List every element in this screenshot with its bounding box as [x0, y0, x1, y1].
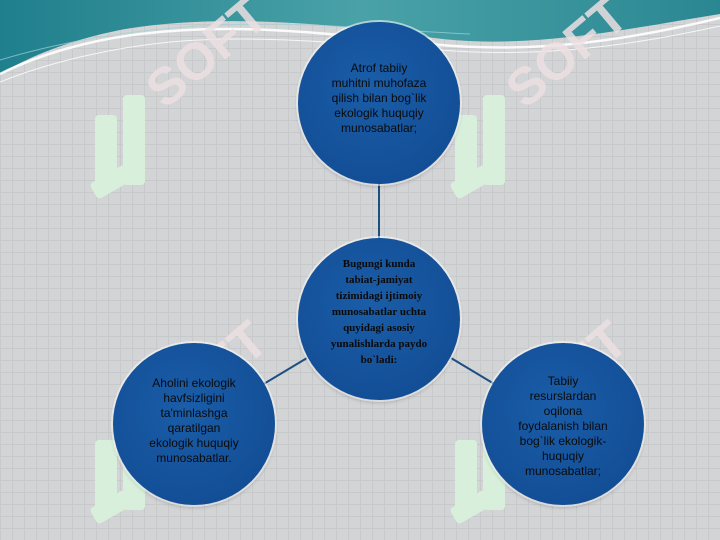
- node-center-label: Bugungi kunda tabiat-jamiyat tizimidagi …: [330, 258, 428, 366]
- node-central-statement: Bugungi kunda tabiat-jamiyat tizimidagi …: [298, 238, 460, 400]
- node-resource-use: Tabiiy resurslardan oqilona foydalanish …: [482, 343, 644, 505]
- node-ecological-safety: Aholini ekologik havfsizligini ta'minlas…: [113, 343, 275, 505]
- connector-right: [450, 357, 497, 386]
- node-top-label: Atrof tabiiy muhitni muhofaza qilish bil…: [331, 60, 427, 135]
- node-environment-protection: Atrof tabiiy muhitni muhofaza qilish bil…: [298, 22, 460, 184]
- connector-left: [261, 357, 308, 386]
- node-right-label: Tabiiy resurslardan oqilona foydalanish …: [518, 373, 608, 478]
- node-left-label: Aholini ekologik havfsizligini ta'minlas…: [149, 376, 239, 465]
